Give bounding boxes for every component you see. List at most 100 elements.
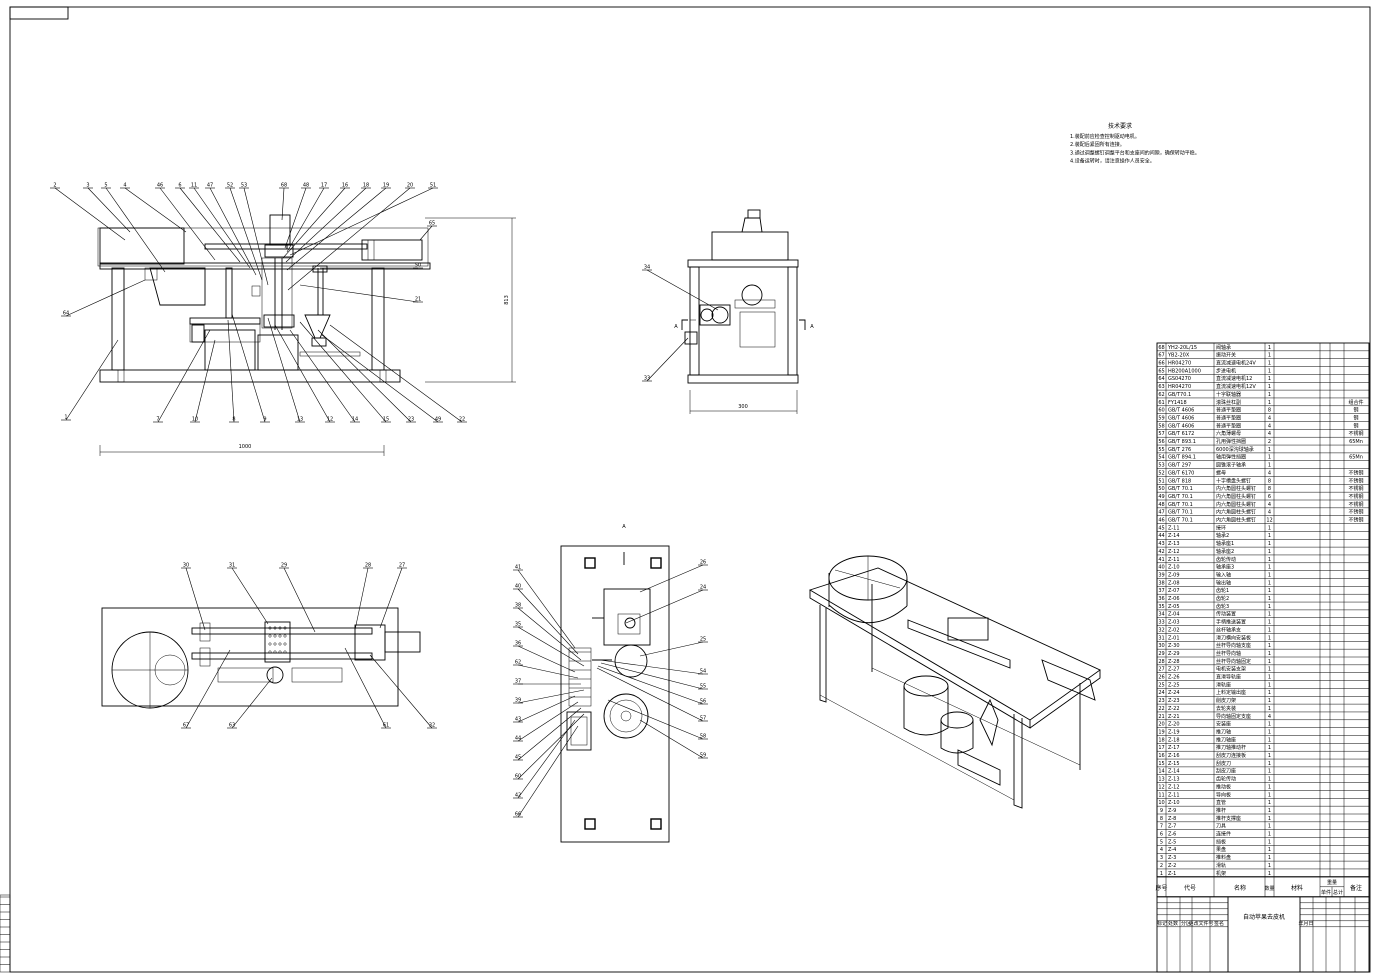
leader-line bbox=[639, 719, 704, 759]
bom-cell-qty: 1 bbox=[1268, 675, 1271, 681]
hopper-cap bbox=[747, 209, 761, 219]
bom-cell-name: 直流减速电机12V bbox=[1216, 383, 1256, 390]
bom-cell-code: Z-02 bbox=[1168, 627, 1180, 633]
bom-cell-remark: 不锈钢 bbox=[1348, 485, 1363, 492]
bom-cell-code: GS04270 bbox=[1168, 376, 1191, 382]
bom-cell-no: 58 bbox=[1158, 423, 1164, 429]
bom-cell-code: Z-1 bbox=[1168, 871, 1176, 877]
bom-cell-code: Z-23 bbox=[1168, 698, 1180, 704]
part-number-label: 10 bbox=[192, 417, 198, 423]
part-number-label: 2 bbox=[53, 183, 56, 189]
bom-cell-code: GB/T 70.1 bbox=[1168, 518, 1193, 524]
bom-cell-name: 齿轮传动 bbox=[1216, 776, 1236, 783]
title-cell: 年月日 bbox=[1298, 920, 1313, 927]
dim-width-label: 1000 bbox=[239, 444, 252, 450]
gear-plate-right bbox=[291, 667, 343, 683]
bom-cell-name: 滑刀横向安装板 bbox=[1216, 634, 1251, 641]
section-title: A bbox=[622, 524, 626, 530]
bom-cell-code: HR04270 bbox=[1168, 384, 1191, 390]
leader-line bbox=[369, 654, 433, 729]
bom-cell-code: Z-01 bbox=[1168, 635, 1180, 641]
part-number-label: 43 bbox=[515, 717, 521, 723]
bom-cell-qty: 1 bbox=[1268, 376, 1271, 382]
leader-line bbox=[607, 699, 704, 740]
bom-cell-no: 40 bbox=[1158, 565, 1164, 571]
bom-cell-qty: 1 bbox=[1268, 832, 1271, 838]
part-number-label: 8 bbox=[232, 417, 235, 423]
part-number-label: 9 bbox=[263, 417, 266, 423]
leader-line bbox=[65, 339, 119, 421]
bom-cell-no: 50 bbox=[1158, 486, 1164, 492]
bearing-block bbox=[617, 613, 641, 635]
bom-cell-code: Z-26 bbox=[1168, 675, 1180, 681]
dim-height-label: 813 bbox=[504, 295, 510, 305]
bom-cell-name: 孔用弹性挡圈 bbox=[1216, 438, 1246, 445]
part-number-label: 15 bbox=[383, 417, 389, 423]
bom-cell-qty: 12 bbox=[1266, 518, 1272, 524]
bom-cell-no: 8 bbox=[1160, 816, 1163, 822]
bom-cell-qty: 2 bbox=[1268, 439, 1271, 445]
bom-cell-name: 推料盘 bbox=[1216, 854, 1231, 861]
bom-cell-no: 6 bbox=[1160, 832, 1163, 838]
bom-cell-name: 齿轮传动 bbox=[1216, 556, 1236, 563]
bom-cell-no: 55 bbox=[1158, 447, 1164, 453]
leader-line bbox=[227, 319, 235, 423]
mount-hole bbox=[650, 818, 662, 830]
bolt-hole bbox=[268, 626, 272, 630]
gear-stack bbox=[568, 647, 592, 707]
drawing-frame bbox=[0, 6, 1371, 973]
bom-cell-qty: 1 bbox=[1268, 620, 1271, 626]
notes-line: 2.装配后紧固所有连接。 bbox=[1070, 141, 1125, 148]
bom-cell-qty: 1 bbox=[1268, 784, 1271, 790]
part-number-label: 25 bbox=[700, 637, 706, 643]
bom-cell-qty: 8 bbox=[1268, 478, 1271, 484]
gear-box-cover bbox=[191, 324, 205, 343]
bom-cell-qty: 1 bbox=[1268, 392, 1271, 398]
lower-box-inner bbox=[570, 716, 588, 746]
leader-line bbox=[179, 187, 241, 263]
bom-cell-no: 10 bbox=[1158, 800, 1164, 806]
bom-cell-qty: 1 bbox=[1268, 353, 1271, 359]
leader-line bbox=[419, 225, 433, 241]
notes-line: 4.设备运转时，请注意操作人员安全。 bbox=[1070, 158, 1155, 165]
peeler-cup bbox=[304, 314, 331, 339]
bom-cell-qty: 1 bbox=[1268, 580, 1271, 586]
bom-cell-code: Z-27 bbox=[1168, 667, 1180, 673]
bom-cell-qty: 1 bbox=[1268, 572, 1271, 578]
bom-cell-name: 导向轴固定支座 bbox=[1216, 713, 1251, 720]
bom-cell-code: Z-17 bbox=[1168, 745, 1180, 751]
part-number-label: 57 bbox=[700, 716, 706, 722]
bom-cell-code: Z-06 bbox=[1168, 596, 1180, 602]
bom-cell-qty: 1 bbox=[1268, 808, 1271, 814]
bom-cell-qty: 1 bbox=[1268, 777, 1271, 783]
bom-cell-name: 推刀轴推动杆 bbox=[1216, 744, 1246, 751]
bom-cell-no: 3 bbox=[1160, 855, 1163, 861]
leader-line bbox=[274, 324, 331, 423]
bom-cell-code: Z-12 bbox=[1168, 549, 1180, 555]
bom-cell-remark: 不锈钢 bbox=[1348, 501, 1363, 508]
bom-cell-name: 推刀轴座 bbox=[1216, 736, 1236, 743]
bom-cell-code: Z-04 bbox=[1168, 612, 1180, 618]
bom-cell-qty: 1 bbox=[1268, 816, 1271, 822]
bom-cell-qty: 4 bbox=[1268, 423, 1271, 429]
bom-cell-name: 丝杆导向轴 bbox=[1216, 650, 1241, 657]
lower-box bbox=[566, 711, 592, 751]
mount-hole bbox=[584, 818, 596, 830]
motor-body bbox=[384, 631, 421, 653]
bom-cell-code: GB/T 4606 bbox=[1168, 408, 1194, 414]
leader-line bbox=[286, 187, 387, 271]
bom-cell-no: 32 bbox=[1158, 627, 1164, 633]
center-frame bbox=[739, 311, 776, 348]
bom-cell-remark: 不锈钢 bbox=[1348, 477, 1363, 484]
bom-cell-qty: 1 bbox=[1268, 635, 1271, 641]
bom-header-no: 序号 bbox=[1155, 884, 1167, 892]
bom-header-unit: 单件 bbox=[1321, 889, 1331, 896]
bom-cell-name: 丝杆导向轴固定 bbox=[1216, 658, 1251, 665]
bom-cell-no: 36 bbox=[1158, 596, 1164, 602]
bom-cell-qty: 4 bbox=[1268, 502, 1271, 508]
bom-cell-code: GB/T 70.1 bbox=[1168, 502, 1193, 508]
bom-cell-qty: 1 bbox=[1268, 525, 1271, 531]
bom-cell-qty: 1 bbox=[1268, 839, 1271, 845]
